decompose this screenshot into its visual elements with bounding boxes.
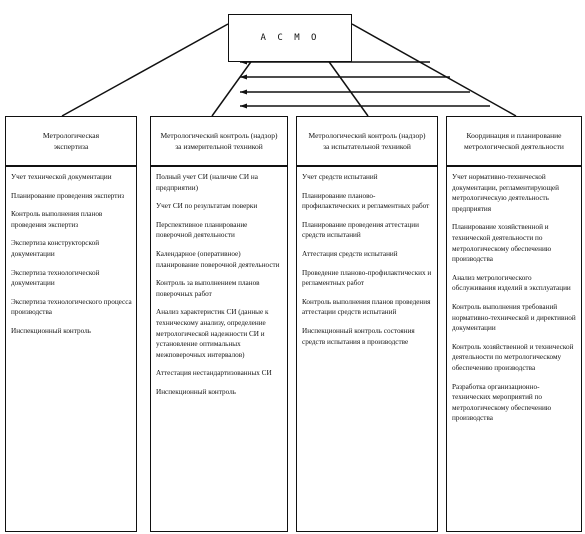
branch-column-testing: Учет средств испытаний Планирование план… <box>296 166 438 532</box>
list-item: Анализ характеристик СИ (данные к технич… <box>156 308 269 359</box>
list-item: Календарное (оперативное) планирование п… <box>156 249 280 269</box>
list-item: Проведение планово-профилактических и ре… <box>302 268 432 288</box>
list-item: Планирование планово-профилактических и … <box>302 191 430 211</box>
list-item: Инспекционный контроль <box>11 326 91 335</box>
list-item: Экспертиза технологической документации <box>11 268 100 288</box>
branch-column-measuring: Полный учет СИ (наличие СИ на предприяти… <box>150 166 288 532</box>
list-item: Учет средств испытаний <box>302 173 378 181</box>
branch-header-measuring: Метрологический контроль (надзор) за изм… <box>150 116 288 166</box>
header-line: Метрологическая <box>42 131 100 140</box>
header-line: за испытательной техникой <box>323 142 411 151</box>
root-title: А С М О <box>260 33 320 43</box>
header-line: Координация и планирование метрологическ… <box>464 131 564 151</box>
root-node: А С М О <box>228 14 352 62</box>
list-item: Перспективное планирование поверочной де… <box>156 220 248 240</box>
list-item: Контроль за выполнением планов поверочны… <box>156 279 260 298</box>
list-item: Контроль выполнения планов проведения ат… <box>302 297 431 317</box>
list-item: Учет технической документации <box>11 173 112 181</box>
header-line: за измерительной техникой <box>175 142 263 151</box>
list-item: Контроль выполнения требований нормативн… <box>452 302 576 333</box>
header-line: Метрологический контроль (надзор) <box>160 131 278 140</box>
list-item: Анализ метрологического обслуживания изд… <box>452 273 571 293</box>
branch-column-expertise: Учет технической документации Планирован… <box>5 166 137 532</box>
list-item: Экспертиза конструкторской документации <box>11 239 100 258</box>
branch-header-coordination: Координация и планирование метрологическ… <box>446 116 582 166</box>
list-item: Аттестация средств испытаний <box>302 249 398 258</box>
list-item: Планирование проведения аттестации средс… <box>302 220 419 240</box>
header-line: экспертиза <box>53 142 89 151</box>
list-item: Контроль хозяйственной и технической дея… <box>452 342 574 372</box>
list-item: Разработка организационно-технических ме… <box>452 382 552 423</box>
branch-header-expertise: Метрологическая экспертиза <box>5 116 137 166</box>
branch-column-coordination: Учет нормативно-технической документации… <box>446 166 582 532</box>
list-item: Контроль выполнения планов проведения эк… <box>11 210 103 229</box>
list-item: Инспекционный контроль состояния средств… <box>302 326 415 346</box>
list-item: Планирование хозяйственной и технической… <box>452 223 552 264</box>
list-item: Учет нормативно-технической документации… <box>452 173 560 213</box>
list-item: Планирование проведения экспертиз <box>11 191 125 200</box>
branch-header-testing: Метрологический контроль (надзор) за исп… <box>296 116 438 166</box>
list-item: Полный учет СИ (наличие СИ на предприяти… <box>156 173 258 192</box>
list-item: Инспекционный контроль <box>156 387 236 396</box>
list-item: Учет СИ по результатам поверки <box>156 202 258 211</box>
list-item: Аттестация нестандартизованных СИ <box>156 369 272 378</box>
header-line: Метрологический контроль (надзор) <box>308 131 426 140</box>
list-item: Экспертиза технологического процесса про… <box>11 297 132 317</box>
